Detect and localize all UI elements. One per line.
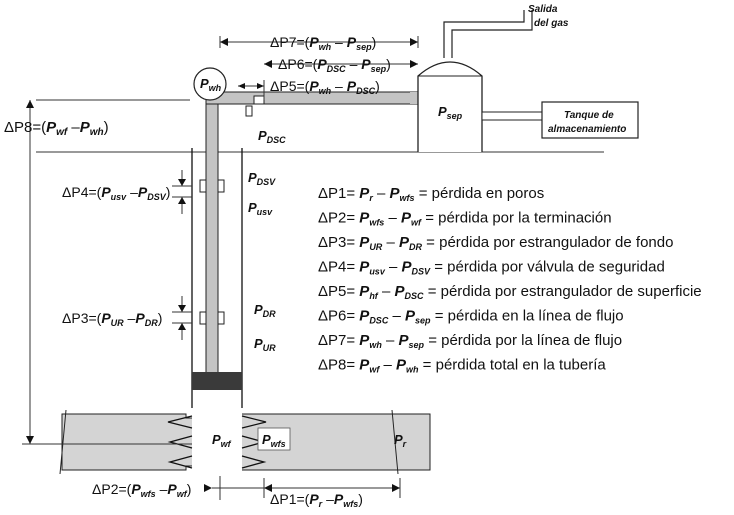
dp2-dimension <box>204 476 264 500</box>
dp6-dimension <box>264 60 418 68</box>
legend-row: ΔP6= PDSC – Psep = pérdida en la línea d… <box>318 308 624 326</box>
legend-row: ΔP5= Phf – PDSC = pérdida por estrangula… <box>318 283 702 301</box>
p-dr-label: PDR <box>254 302 276 319</box>
dp4-dimension <box>172 170 192 214</box>
gas-outlet-label-1: Salida <box>528 4 558 15</box>
bottom-choke-left <box>199 311 207 325</box>
gas-outlet-label-2: del gas <box>534 18 569 29</box>
storage-tank <box>541 101 639 139</box>
p-sep-label: Psep <box>438 104 463 121</box>
separator-vessel <box>417 61 483 152</box>
p-dsc-label: PDSC <box>258 128 286 145</box>
dp5-dimension <box>238 80 265 100</box>
tank-label-2: almacenamiento <box>548 124 626 135</box>
tank-label-1: Tanque de <box>564 110 614 121</box>
gas-outlet-pipe <box>443 10 533 58</box>
bottom-choke-right <box>217 311 225 325</box>
formation-break-right <box>391 409 399 475</box>
p-usv-label: Pusv <box>248 200 273 217</box>
p-dsv-label: PDSV <box>248 170 276 187</box>
dp7-label: ΔP7=(Pwh – Psep) <box>270 34 376 52</box>
formation-band <box>61 413 431 471</box>
formation-break-left <box>59 409 67 475</box>
dp6-label: ΔP6=(PDSC – Psep) <box>278 56 391 74</box>
legend-row: ΔP4= Pusv – PDSV = pérdida por válvula d… <box>318 259 665 277</box>
safety-valve-left <box>199 179 207 193</box>
surface-choke-mark-bottom <box>245 105 253 117</box>
wellbore-in-formation <box>192 406 242 476</box>
p-wfs-box <box>257 427 291 451</box>
p-wfs-label: Pwfs <box>262 432 286 449</box>
packer <box>192 372 242 390</box>
p-wf-label: Pwf <box>212 432 232 449</box>
dp2-label: ΔP2=(Pwfs –Pwf) <box>92 481 191 499</box>
dp7-dimension <box>219 36 419 48</box>
dp5-label: ΔP5=(Pwh – PDSC) <box>270 78 380 96</box>
legend-row: ΔP8= Pwf – Pwh = pérdida total en la tub… <box>318 357 606 375</box>
legend-row: ΔP3= PUR – PDR = pérdida por estrangulad… <box>318 234 673 252</box>
dp3-label: ΔP3=(PUR –PDR) <box>62 310 162 328</box>
separator-tank-connector <box>481 111 543 121</box>
dp1-label: ΔP1=(Pr –Pwfs) <box>270 491 363 509</box>
p-wh-label: Pwh <box>200 76 222 93</box>
p-ur-label: PUR <box>254 336 276 353</box>
dp8-label: ΔP8=(Pwf –Pwh) <box>4 119 109 138</box>
legend-row: ΔP1= Pr – Pwfs = pérdida en poros <box>318 185 544 203</box>
perforations-left <box>167 415 193 469</box>
surface-choke-mark-top <box>253 95 265 105</box>
dp8-dimension <box>22 100 192 445</box>
p-r-label: Pr <box>394 432 407 449</box>
tubing-string <box>205 91 219 375</box>
dp1-dimension <box>263 478 401 498</box>
legend-row: ΔP7= Pwh – Psep = pérdida por la línea d… <box>318 332 622 350</box>
dp4-label: ΔP4=(Pusv –PDSV) <box>62 184 170 202</box>
dp3-dimension <box>172 296 192 340</box>
safety-valve-right <box>217 179 225 193</box>
wellhead-gauge <box>193 67 227 101</box>
legend-row: ΔP2= Pwfs – Pwf = pérdida por la termina… <box>318 210 612 228</box>
